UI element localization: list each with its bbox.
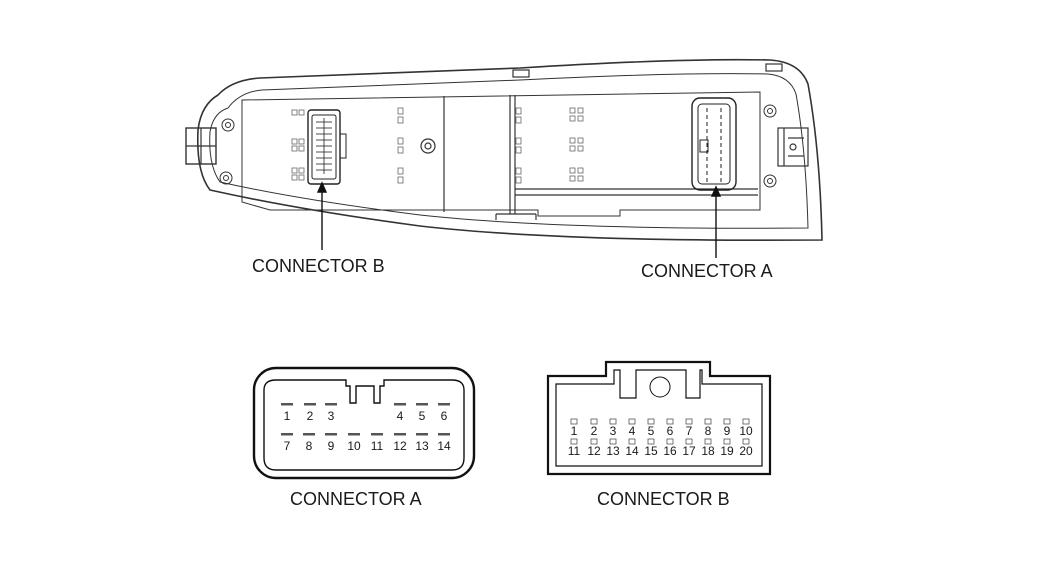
connector-b-pin-label: 17	[682, 444, 696, 458]
connector-b-pin-marker	[647, 438, 655, 445]
connector-a-pin-label: 9	[328, 439, 335, 453]
connector-a-pin-label: 12	[393, 439, 407, 453]
connector-b-pin-label: 14	[625, 444, 639, 458]
connector-b-pin-marker	[628, 418, 636, 425]
connector-a-pin-label: 11	[371, 439, 384, 453]
connector-b-pin-label: 18	[701, 444, 715, 458]
connector-b-pin-label: 9	[724, 424, 731, 438]
connector-a-pin-label: 3	[328, 409, 335, 423]
connector-b-pin-marker	[647, 418, 655, 425]
connector-b-pin-label: 11	[568, 444, 581, 458]
top-connector-a-label: CONNECTOR A	[641, 261, 773, 281]
connector-b-pin-marker	[570, 438, 578, 445]
connector-a-pin-label: 10	[347, 439, 361, 453]
connector-a-pin-label: 5	[419, 409, 426, 423]
connector-b-pin-label: 7	[686, 424, 693, 438]
connector-a-pin-label: 8	[306, 439, 313, 453]
connector-b-pin-marker	[570, 418, 578, 425]
connector-b-detail	[546, 360, 772, 476]
connector-b-pin-marker	[685, 438, 693, 445]
connector-a-pin-marker	[416, 433, 428, 436]
connector-b-pin-marker	[723, 438, 731, 445]
connector-a-pin-marker	[325, 403, 337, 406]
screw-icon	[219, 104, 777, 188]
connector-a-pin-marker	[325, 433, 337, 436]
connector-b-pin-marker	[742, 418, 750, 425]
connector-b-pin-marker	[666, 438, 674, 445]
connector-a-pin-marker	[416, 403, 428, 406]
connector-b-pin-label: 6	[667, 424, 674, 438]
connector-a-pin-marker	[348, 433, 360, 436]
connector-b-pin-marker	[704, 438, 712, 445]
connector-b-pin-label: 16	[663, 444, 677, 458]
connector-b-pin-label: 4	[629, 424, 636, 438]
connector-b-pin-label: 10	[739, 424, 753, 438]
connector-a-pin-label: 7	[284, 439, 291, 453]
connector-a-pin-label: 13	[415, 439, 429, 453]
connector-b-pin-marker	[590, 438, 598, 445]
connector-a-pin-label: 2	[307, 409, 314, 423]
connector-b-pin-label: 8	[705, 424, 712, 438]
connector-b-pin-label: 5	[648, 424, 655, 438]
connector-a-pin-marker	[281, 433, 293, 436]
top-connector-b-label: CONNECTOR B	[252, 256, 385, 276]
connector-b-pin-marker	[704, 418, 712, 425]
switch-marks	[291, 107, 584, 184]
leader-lines	[316, 181, 722, 258]
connector-a-pin-label: 6	[441, 409, 448, 423]
connector-a-pin-label: 14	[437, 439, 451, 453]
connector-a-pin-label: 1	[284, 409, 291, 423]
connector-a-pin-label: 4	[397, 409, 404, 423]
connector-b-pin-marker	[723, 418, 731, 425]
panel-connector-a	[691, 97, 737, 191]
connector-a-pin-marker	[303, 433, 315, 436]
connector-a-pin-marker	[438, 403, 450, 406]
connector-b-pin-marker	[666, 418, 674, 425]
connector-b-pin-marker	[742, 438, 750, 445]
connector-a-pin-marker	[371, 433, 383, 436]
connector-b-pin-label: 20	[739, 444, 753, 458]
panel-connector-b	[307, 109, 347, 185]
connector-b-pin-label: 13	[606, 444, 620, 458]
connector-b-pin-label: 19	[720, 444, 734, 458]
connector-a-detail	[252, 366, 476, 480]
bottom-connector-a-label: CONNECTOR A	[290, 489, 422, 509]
connector-a-pin-markers	[281, 403, 450, 436]
connector-b-pin-label: 1	[571, 424, 578, 438]
connector-b-pin-marker	[609, 438, 617, 445]
switch-panel	[185, 58, 823, 242]
connector-b-pin-label: 15	[644, 444, 658, 458]
connector-a-pin-marker	[281, 403, 293, 406]
connector-b-pin-marker	[628, 438, 636, 445]
connector-b-pin-label: 2	[591, 424, 598, 438]
connector-a-pin-marker	[438, 433, 450, 436]
connector-a-pin-marker	[394, 403, 406, 406]
bottom-connector-b-label: CONNECTOR B	[597, 489, 730, 509]
connector-b-pin-marker	[685, 418, 693, 425]
connector-b-pin-marker	[609, 418, 617, 425]
connector-a-pin-marker	[304, 403, 316, 406]
connector-b-pin-label: 12	[587, 444, 601, 458]
connector-b-pin-label: 3	[610, 424, 617, 438]
connector-a-pin-marker	[394, 433, 406, 436]
connector-b-pin-markers	[570, 418, 750, 445]
connector-b-pin-marker	[590, 418, 598, 425]
